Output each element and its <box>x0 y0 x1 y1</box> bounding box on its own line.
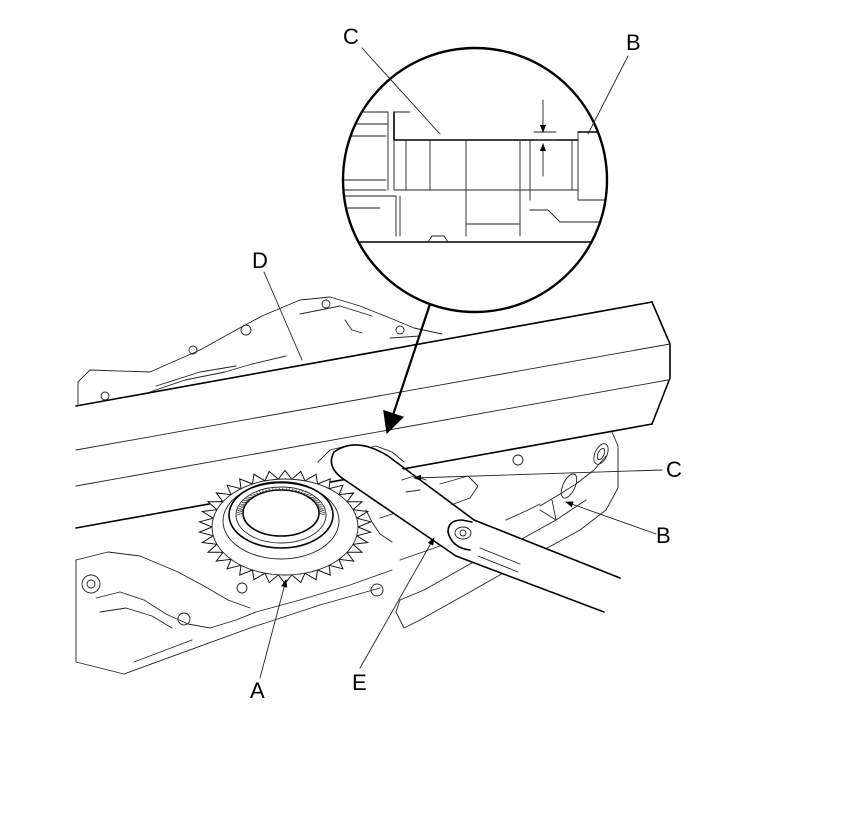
spline-tick <box>239 505 246 507</box>
spline-tick <box>318 510 326 514</box>
callout-labels: C B D C B A E <box>250 24 682 703</box>
spline-tick <box>248 496 253 499</box>
spline-tick <box>250 495 255 497</box>
spline-tick <box>299 491 304 494</box>
label-c-side: C <box>666 457 682 482</box>
spline-tick <box>309 496 314 499</box>
spline-tick <box>268 488 271 492</box>
spline-tick <box>253 493 258 496</box>
spline-tick <box>288 488 291 491</box>
spline-tick <box>271 488 274 491</box>
spline-tick <box>318 512 326 516</box>
spline-tick <box>285 488 287 491</box>
spline-tick <box>237 508 244 512</box>
spline-tick <box>275 488 277 491</box>
spline-tick <box>294 489 297 492</box>
spline-tick <box>238 507 245 509</box>
label-c-top: C <box>343 24 359 49</box>
magnified-detail <box>341 46 609 435</box>
label-e: E <box>352 670 367 695</box>
label-b-top: B <box>626 30 641 55</box>
spline-tick <box>318 508 325 512</box>
label-a: A <box>250 678 265 703</box>
spline-tick <box>236 512 244 516</box>
spline-tick <box>302 492 307 495</box>
transmission-housing <box>75 296 619 675</box>
callout-leaders <box>259 47 663 679</box>
spline-tick <box>297 490 301 493</box>
feeler-gauge <box>330 444 621 613</box>
label-b-side: B <box>656 523 671 548</box>
spline-hatching <box>236 487 326 516</box>
spline-tick <box>265 489 268 492</box>
spline-tick <box>307 495 312 497</box>
spline-tick <box>316 505 323 507</box>
spline-tick <box>258 491 263 494</box>
spline-tick <box>304 493 309 496</box>
spline-tick <box>236 510 244 514</box>
spline-tick <box>261 490 265 493</box>
spline-tick <box>255 492 260 495</box>
spline-tick <box>291 488 294 492</box>
spline-tick <box>317 507 324 509</box>
label-d: D <box>252 248 268 273</box>
